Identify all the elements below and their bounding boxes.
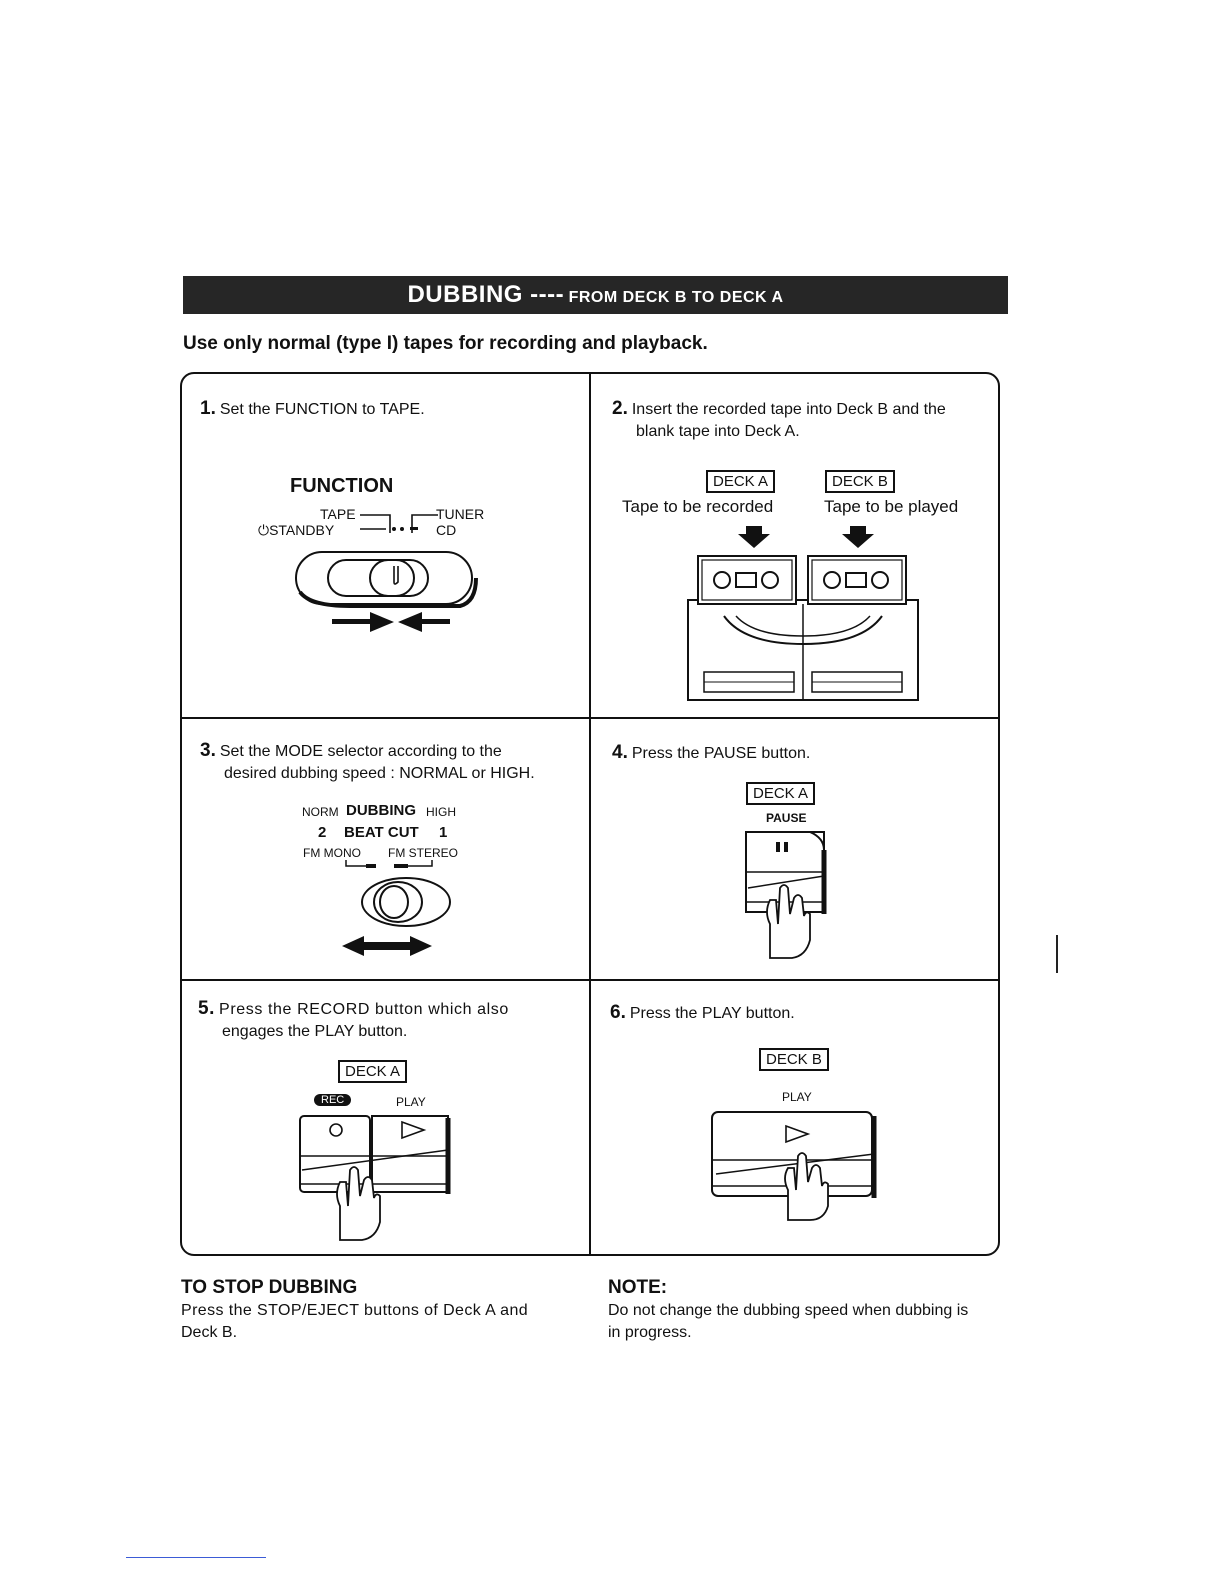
section-subtitle: FROM DECK B TO DECK A xyxy=(568,289,784,306)
deck-a-label: DECK A xyxy=(706,470,776,493)
step-number: 1. xyxy=(200,398,216,419)
tape-type-warning: Use only normal (type I) tapes for recor… xyxy=(183,333,708,354)
note-heading: NOTE: xyxy=(608,1277,668,1298)
play-button-figure xyxy=(711,1111,877,1221)
step-4: 4.Press the PAUSE button. xyxy=(612,742,810,765)
rec-badge: REC xyxy=(314,1094,352,1106)
insert-arrow-icon xyxy=(842,526,874,548)
insert-arrow-icon xyxy=(738,526,770,548)
step-text: Press the RECORD button which also xyxy=(219,1001,509,1018)
scan-mark xyxy=(1056,935,1058,973)
note-text: Do not change the dubbing speed when dub… xyxy=(608,1300,968,1344)
deck-b-caption: Tape to be played xyxy=(824,497,959,516)
stop-dubbing-line: Press the STOP/EJECT buttons of Deck A a… xyxy=(181,1302,529,1319)
beat-cut-1-label: 1 xyxy=(439,824,448,841)
play-icon xyxy=(785,1124,811,1144)
deck-a-label: DECK A xyxy=(338,1060,408,1083)
function-label: FUNCTION xyxy=(290,475,394,497)
note-line: Do not change the dubbing speed when dub… xyxy=(608,1302,969,1319)
step-2: 2.Insert the recorded tape into Deck B a… xyxy=(612,398,946,443)
standby-position-label: ⏻STANDBY xyxy=(258,522,335,538)
step-text: Insert the recorded tape into Deck B and… xyxy=(631,401,946,418)
record-play-buttons-figure xyxy=(299,1115,451,1241)
fm-stereo-label: FM STEREO xyxy=(388,846,459,860)
step-text: Press the PAUSE button. xyxy=(631,745,811,762)
deck-b-label: DECK B xyxy=(759,1048,829,1071)
record-icon xyxy=(329,1123,343,1137)
grid-divider-vertical xyxy=(589,372,591,1256)
play-label: PLAY xyxy=(782,1090,812,1104)
tuner-position-label: TUNER xyxy=(436,506,485,522)
beat-cut-label: BEAT CUT xyxy=(344,824,419,841)
fm-mono-label: FM MONO xyxy=(303,846,361,860)
play-icon xyxy=(401,1120,427,1140)
power-icon: ⏻ xyxy=(258,522,270,538)
finger-icon xyxy=(766,884,811,959)
deck-b-label: DECK B xyxy=(825,470,895,493)
stop-dubbing-heading: TO STOP DUBBING xyxy=(181,1277,358,1298)
step-number: 6. xyxy=(610,1002,626,1023)
pause-icon xyxy=(776,842,780,852)
norm-label: NORM xyxy=(302,805,339,819)
deck-a-label: DECK A xyxy=(746,782,816,805)
beat-cut-2-label: 2 xyxy=(318,824,327,841)
step-1: 1.Set the FUNCTION to TAPE. xyxy=(200,398,425,421)
step-number: 3. xyxy=(200,740,216,761)
pause-button-figure xyxy=(745,831,827,959)
cd-position-label: CD xyxy=(436,522,457,538)
stop-dubbing-line: Deck B. xyxy=(181,1324,238,1341)
finger-icon xyxy=(336,1166,381,1241)
section-title: DUBBING ---- xyxy=(407,281,565,308)
stop-dubbing-text: Press the STOP/EJECT buttons of Deck A a… xyxy=(181,1300,528,1344)
step-6: 6.Press the PLAY button. xyxy=(610,1002,795,1025)
high-label: HIGH xyxy=(426,805,456,819)
tape-position-label: TAPE xyxy=(320,506,356,522)
step-text-continued: blank tape into Deck A. xyxy=(636,423,800,440)
step-text-continued: desired dubbing speed : NORMAL or HIGH. xyxy=(224,765,535,782)
step-number: 4. xyxy=(612,742,628,763)
step-5: 5.Press the RECORD button which also eng… xyxy=(198,998,509,1043)
step-3: 3.Set the MODE selector according to the… xyxy=(200,740,535,785)
mode-selector-figure xyxy=(342,860,451,956)
step-text: Set the FUNCTION to TAPE. xyxy=(219,401,425,418)
grid-divider-row2 xyxy=(180,979,1000,981)
note-line: in progress. xyxy=(608,1324,692,1341)
tape-deck-figure xyxy=(687,526,919,701)
section-title-banner: DUBBING ---- FROM DECK B TO DECK A xyxy=(183,276,1008,314)
step-number: 5. xyxy=(198,998,216,1019)
play-label: PLAY xyxy=(396,1095,426,1109)
finger-icon xyxy=(784,1152,829,1221)
step-text: Set the MODE selector according to the xyxy=(219,743,502,760)
pause-label: PAUSE xyxy=(766,811,807,825)
grid-divider-row1 xyxy=(180,717,1000,719)
deck-a-caption: Tape to be recorded xyxy=(622,497,774,516)
step-text: Press the PLAY button. xyxy=(629,1005,795,1022)
bottom-rule xyxy=(126,1557,266,1558)
function-selector-figure xyxy=(295,514,478,632)
step-number: 2. xyxy=(612,398,628,419)
step-text-continued: engages the PLAY button. xyxy=(222,1023,408,1040)
dubbing-label: DUBBING xyxy=(346,802,416,819)
